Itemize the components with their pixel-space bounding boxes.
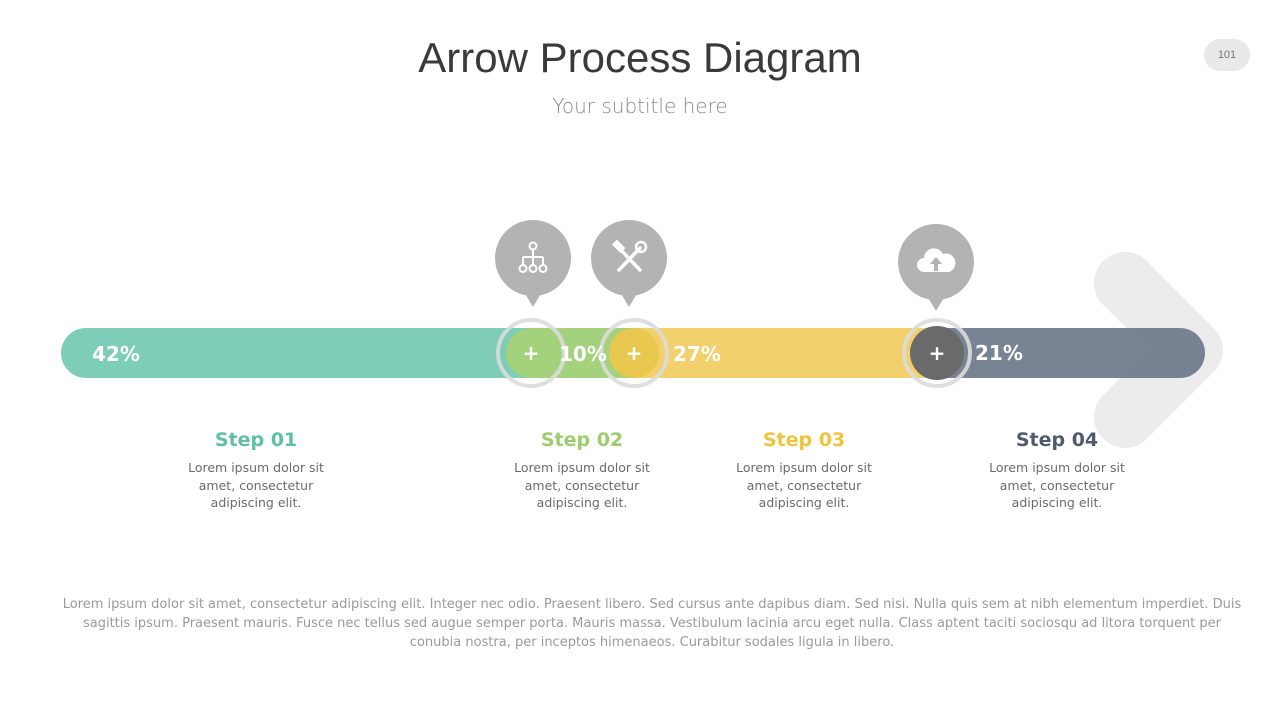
step-2-description: Lorem ipsum dolor sit amet, consectetur …	[514, 460, 650, 510]
step-1-description: Lorem ipsum dolor sit amet, consectetur …	[188, 460, 324, 510]
marker-1[interactable]: +	[496, 318, 566, 388]
step-1-title: Step 01	[214, 429, 298, 451]
page-number-badge: 101	[1204, 39, 1250, 71]
segment-bar-4	[937, 328, 1205, 378]
segment-2-percent: 10%	[559, 342, 607, 366]
page-subtitle: Your subtitle here	[552, 94, 728, 118]
icon-bubble-2[interactable]	[591, 220, 667, 307]
footer-paragraph: Lorem ipsum dolor sit amet, consectetur …	[62, 597, 1242, 650]
step-3-description: Lorem ipsum dolor sit amet, consectetur …	[736, 460, 872, 510]
tools-icon	[611, 239, 648, 272]
hierarchy-icon	[518, 241, 548, 273]
marker-1-plus: +	[523, 341, 540, 365]
page-title: Arrow Process Diagram	[418, 34, 862, 81]
segment-bar-3	[634, 328, 937, 378]
step-3-title: Step 03	[762, 429, 846, 451]
marker-3-circle	[910, 326, 964, 380]
segment-4-percent: 21%	[975, 341, 1023, 365]
icon-bubble-1[interactable]	[495, 220, 571, 307]
segment-bar-1	[61, 328, 531, 378]
step-4-description: Lorem ipsum dolor sit amet, consectetur …	[989, 460, 1125, 510]
icon-bubble-3[interactable]	[898, 224, 974, 311]
marker-3[interactable]: +	[902, 318, 972, 388]
marker-1-circle	[506, 328, 556, 378]
step-4-title: Step 04	[1015, 429, 1099, 451]
marker-2[interactable]: +	[599, 318, 669, 388]
step-2-title: Step 02	[540, 429, 624, 451]
marker-3-plus: +	[929, 341, 946, 365]
marker-2-circle	[609, 328, 659, 378]
segment-3-percent: 27%	[673, 342, 721, 366]
marker-2-plus: +	[626, 341, 643, 365]
segment-1-percent: 42%	[92, 342, 140, 366]
cloud-upload-icon	[917, 248, 956, 272]
